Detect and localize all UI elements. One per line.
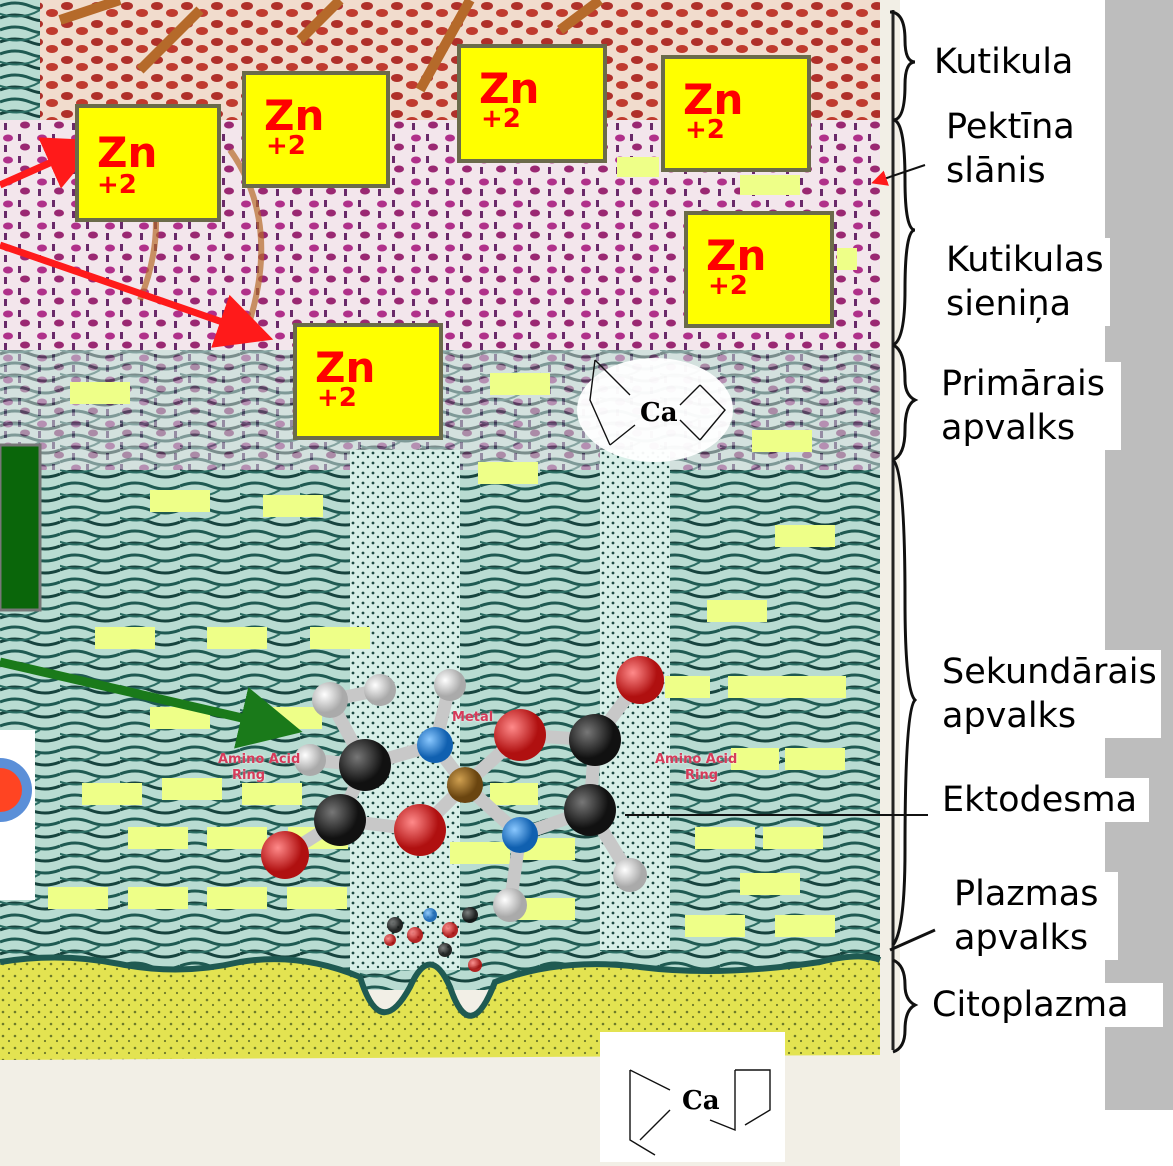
zn-charge: +2	[685, 117, 725, 143]
label-line: slānis	[946, 149, 1075, 193]
label-line: Pektīna	[946, 105, 1075, 149]
label-sekundarais-apvalks: Sekundārais apvalks	[928, 650, 1161, 738]
label-primarais-apvalks: Primārais apvalks	[925, 362, 1121, 450]
label-citoplazma: Citoplazma	[926, 983, 1163, 1027]
label-text: Ektodesma	[942, 780, 1137, 820]
amino-acid-label-left: Amino Acid	[218, 752, 300, 767]
ring-label-left: Ring	[232, 768, 265, 783]
label-line: Kutikulas	[946, 238, 1104, 282]
label-line: Primārais	[941, 362, 1105, 406]
label-text: Citoplazma	[932, 985, 1129, 1025]
zn-ion-box: Zn +2	[75, 104, 221, 222]
calcium-bottom: Ca	[682, 1086, 720, 1116]
label-kutikula: Kutikula	[928, 40, 1079, 84]
zn-symbol: Zn	[97, 132, 157, 174]
label-line: sieniņa	[946, 282, 1104, 326]
zn-charge: +2	[97, 172, 137, 198]
label-pektina-slanis: Pektīna slānis	[940, 105, 1081, 193]
label-line: Sekundārais	[942, 650, 1157, 694]
zn-charge: +2	[317, 385, 357, 411]
label-kutikulas-sienina: Kutikulas sieniņa	[940, 238, 1110, 326]
label-ektodesma: Ektodesma	[928, 778, 1149, 822]
zn-charge: +2	[708, 273, 748, 299]
zn-ion-box: Zn +2	[457, 44, 607, 163]
zn-ion-box: Zn +2	[242, 71, 390, 188]
label-line: apvalks	[954, 916, 1098, 960]
label-line: apvalks	[941, 406, 1105, 450]
zn-ion-box: Zn +2	[684, 211, 834, 328]
label-line: Plazmas	[954, 872, 1098, 916]
calcium-top: Ca	[640, 398, 678, 428]
label-text: Kutikula	[934, 42, 1073, 82]
green-box	[0, 445, 40, 610]
ring-label-right: Ring	[685, 768, 718, 783]
zn-charge: +2	[266, 133, 306, 159]
metal-label: Metal	[452, 710, 493, 725]
label-plazmas-apvalks: Plazmas apvalks	[940, 872, 1118, 960]
zn-ion-box: Zn +2	[661, 55, 811, 172]
amino-acid-label-right: Amino Acid	[655, 752, 737, 767]
zn-charge: +2	[481, 106, 521, 132]
label-line: apvalks	[942, 694, 1157, 738]
zn-ion-box: Zn +2	[293, 323, 443, 440]
